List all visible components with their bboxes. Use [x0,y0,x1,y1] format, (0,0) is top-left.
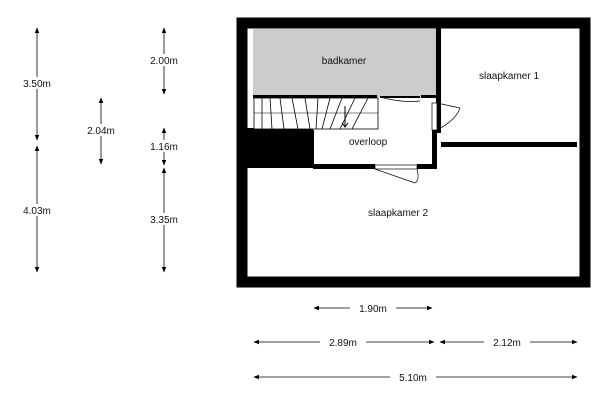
dim-mid-bottom: 3.35m [150,215,178,226]
room-label-slaapkamer-2: slaapkamer 2 [368,208,428,219]
door-slaapkamer-1 [431,102,438,131]
wall-sk1-left [436,101,441,133]
dim-bottom-overloop: 1.90m [359,304,387,315]
wall-stair-right [311,130,314,167]
staircase [253,97,379,130]
wall-overloop-bottom-right [417,164,437,169]
shaft-block [237,128,313,168]
wall-sk1-bottom [441,142,577,147]
bathroom-area [253,29,436,97]
room-label-badkamer: badkamer [322,56,367,67]
wall-bath-bottom-right [421,95,436,98]
dim-bottom-left: 2.89m [329,338,357,349]
dim-left-top: 3.50m [23,79,51,90]
interior-walls [253,23,577,169]
room-label-overloop: overloop [349,137,388,148]
horizontal-dimension-labels: 1.90m 2.89m 2.12m 5.10m [320,302,530,384]
wall-bath-bottom-left [253,95,377,98]
door-slaapkamer-2 [374,164,418,170]
dim-mid-top: 2.00m [150,56,178,67]
walls [236,17,591,288]
wall-bath-right [436,23,441,101]
dim-left-bottom: 4.03m [23,206,51,217]
wall-overloop-bottom [313,164,375,169]
dim-bottom-total: 5.10m [399,373,427,384]
room-label-slaapkamer-1: slaapkamer 1 [479,71,539,82]
doors [374,96,461,184]
dim-mid-center: 1.16m [150,142,178,153]
dim-stair: 2.04m [87,126,115,137]
vertical-dimension-labels: 3.50m 4.03m 2.04m 2.00m 1.16m 3.35m [14,54,187,226]
dim-bottom-right: 2.12m [493,338,521,349]
wall-overloop-right [432,128,437,168]
